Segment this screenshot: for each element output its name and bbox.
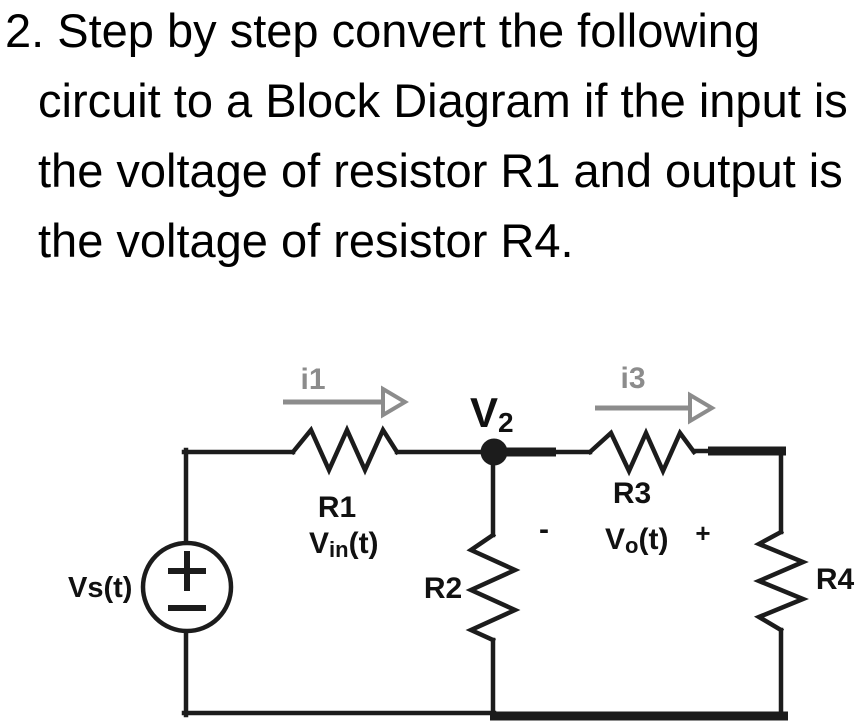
node-v2-dot	[480, 438, 508, 466]
vo-plus-sign: +	[695, 518, 710, 548]
vo-minus-sign: -	[539, 513, 549, 546]
vin-label: Vin(t)	[309, 527, 379, 562]
problem-line-4: the voltage of resistor R4.	[38, 214, 574, 267]
vs-label: Vs(t)	[68, 572, 132, 604]
resistor-r3-zigzag	[586, 427, 698, 477]
problem-line-1: 2. Step by step convert the following	[5, 4, 761, 57]
r1-label: R1	[318, 491, 356, 524]
resistor-r2-zigzag	[465, 531, 521, 643]
resistor-r1-zigzag	[289, 424, 401, 476]
i3-current-label: i3	[620, 362, 645, 395]
resistor-r4-zigzag	[753, 528, 809, 634]
i3-arrow-head	[688, 391, 716, 425]
problem-statement: 2. Step by step convert the following ci…	[5, 0, 855, 276]
r4-label: R4	[816, 563, 855, 596]
node-v2-label: V2	[470, 389, 514, 438]
wires	[181, 424, 809, 718]
problem-line-2: circuit to a Block Diagram if the input …	[38, 74, 848, 127]
i1-current-label: i1	[300, 363, 325, 396]
problem-line-3: the voltage of resistor R1 and output is	[38, 144, 843, 197]
r3-label: R3	[613, 477, 651, 510]
current-arrows	[283, 385, 716, 425]
i1-arrow-head	[381, 385, 409, 419]
r2-label: R2	[424, 572, 462, 605]
source-plus-icon	[168, 551, 206, 591]
vo-label: Vo(t)	[605, 523, 668, 558]
circuit-labels: i1 i3 V2 R1 Vin(t) R2 R3 - Vo(t) + R4 Vs…	[68, 362, 854, 605]
voltage-source	[140, 540, 234, 634]
